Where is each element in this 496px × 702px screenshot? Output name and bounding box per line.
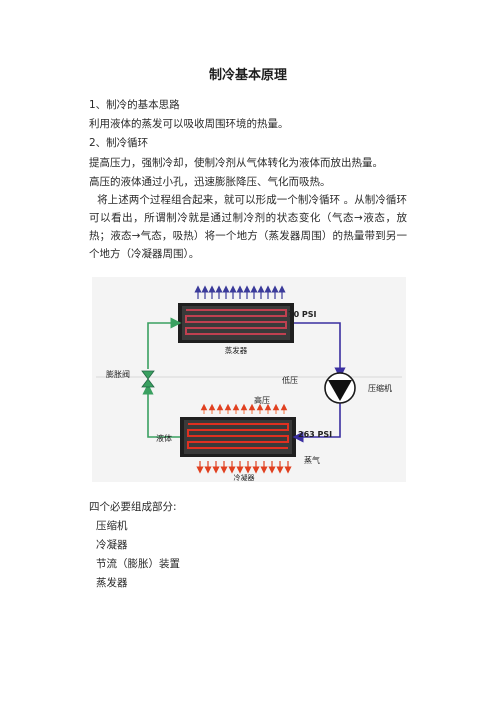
component-item: 蒸发器	[96, 577, 128, 589]
condenser-heat-arrows	[196, 461, 292, 474]
section2-heading: 2、制冷循环	[89, 137, 149, 149]
evaporator-heat-arrows	[194, 285, 286, 299]
refrigeration-cycle-diagram: 70 PSI 蒸发器 膨胀阀 低压 压缩机 高压 液体 263 PSI 蒸气 冷…	[92, 277, 406, 482]
section1-heading: 1、制冷的基本思路	[89, 99, 180, 111]
components-heading: 四个必要组成部分:	[89, 501, 177, 513]
page-title: 制冷基本原理	[208, 68, 287, 83]
discharge-line	[292, 403, 341, 443]
section2-text-2: 高压的液体通过小孔，迅速膨胀降压、气化而吸热。	[89, 176, 331, 188]
vapor-label: 蒸气	[304, 455, 320, 465]
condenser-pressure-label: 263 PSI	[298, 430, 332, 439]
compressor-icon	[324, 372, 356, 404]
compressor-label: 压缩机	[368, 383, 392, 393]
evaporator-coil	[178, 303, 294, 343]
section2-paragraph-text: 将上述两个过程组合起来，就可以形成一个制冷循环 。从制冷循环可以看出，所谓制冷就…	[89, 194, 407, 260]
component-item: 节流（膨胀）装置	[96, 558, 180, 570]
component-item: 压缩机	[96, 520, 128, 532]
expansion-line	[147, 317, 182, 369]
liquid-label: 液体	[156, 433, 172, 443]
section2-paragraph: 将上述两个过程组合起来，就可以形成一个制冷循环 。从制冷循环可以看出，所谓制冷就…	[89, 191, 407, 263]
expansion-valve-label: 膨胀阀	[106, 369, 130, 379]
condenser-intake-arrows	[200, 403, 288, 414]
expansion-valve-icon	[141, 370, 155, 388]
section1-text: 利用液体的蒸发可以吸收周围环境的热量。	[89, 118, 289, 130]
evaporator-label: 蒸发器	[225, 345, 248, 355]
condenser-coil	[180, 417, 296, 457]
suction-line	[294, 322, 346, 379]
condenser-label: 冷凝器	[234, 473, 255, 482]
liquid-line	[142, 383, 180, 438]
low-pressure-label: 低压	[282, 375, 298, 385]
evaporator-pressure-label: 70 PSI	[288, 310, 317, 319]
high-pressure-label: 高压	[254, 395, 270, 405]
section2-text-1: 提高压力，强制冷却，使制冷剂从气体转化为液体而放出热量。	[89, 157, 383, 169]
component-item: 冷凝器	[96, 539, 128, 551]
